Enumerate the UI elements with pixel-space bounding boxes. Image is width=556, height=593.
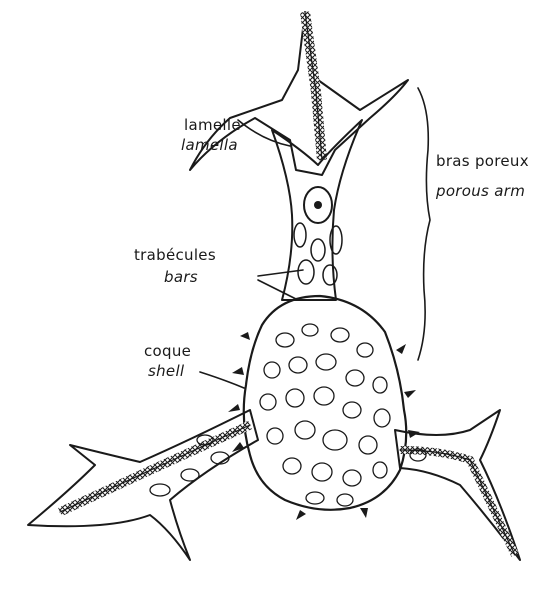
label-bars-fr: trabécules [134, 246, 216, 264]
label-shell-fr: coque [144, 342, 191, 360]
label-lamella-fr: lamelle [184, 116, 241, 134]
label-porous-arm-en: porous arm [435, 182, 525, 200]
label-bars: trabécules bars [134, 246, 216, 286]
label-bars-en: bars [164, 268, 198, 286]
label-porous-arm: bras poreux porous arm [435, 152, 529, 200]
left-porous-arm [28, 410, 258, 560]
right-porous-arm [395, 410, 520, 560]
bars-leader-1 [258, 270, 303, 276]
label-lamella: lamelle lamella [181, 116, 241, 154]
central-shell [228, 296, 420, 520]
shell-leader [200, 372, 244, 388]
label-porous-arm-fr: bras poreux [436, 152, 529, 170]
label-shell-en: shell [148, 362, 185, 380]
label-shell: coque shell [144, 342, 191, 380]
label-lamella-en: lamella [181, 136, 238, 154]
bars-leader-2 [258, 280, 298, 300]
porous-arm-bracket [418, 88, 430, 360]
